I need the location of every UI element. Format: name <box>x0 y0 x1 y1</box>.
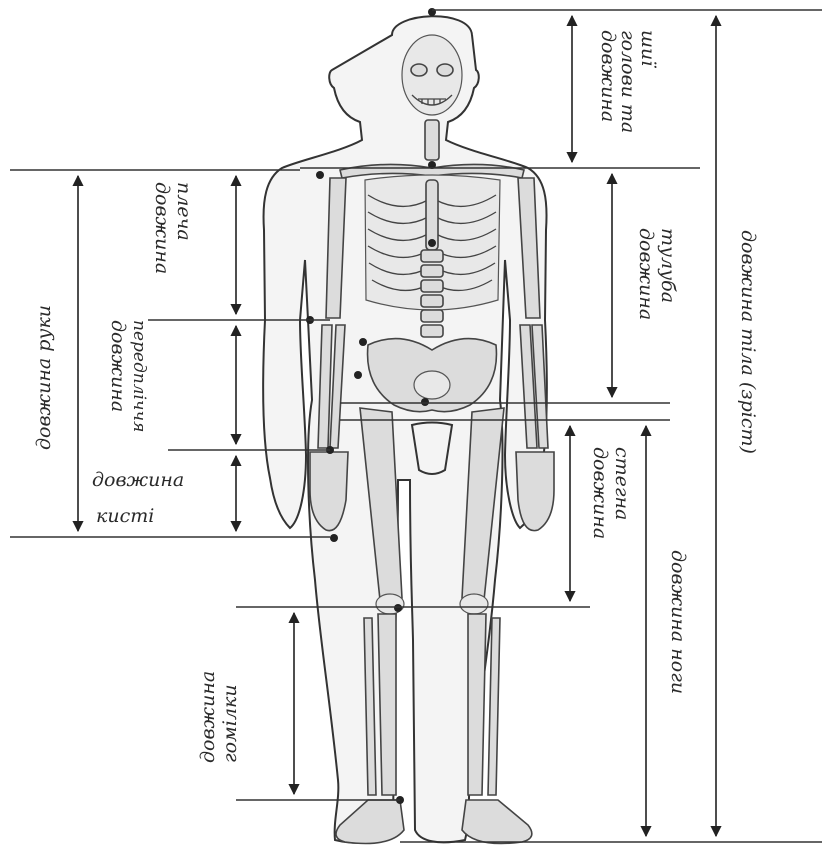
svg-text:тулуба: тулуба <box>657 228 679 303</box>
label-torso: довжина тулуба <box>635 228 679 320</box>
right-tibia <box>468 614 486 795</box>
svg-text:стегна: стегна <box>611 447 633 520</box>
svg-text:передпліччя: передпліччя <box>129 320 149 432</box>
human-figure <box>263 8 554 844</box>
svg-text:шиї: шиї <box>637 30 659 68</box>
left-tibia <box>378 614 396 795</box>
svg-text:довжина: довжина <box>635 228 657 320</box>
pelvic-opening <box>414 371 450 399</box>
right-fibula <box>488 618 500 795</box>
skull <box>402 35 462 115</box>
svg-text:довжина: довжина <box>589 447 611 539</box>
right-foot <box>462 800 532 844</box>
right-hand <box>516 452 554 531</box>
left-eye-socket <box>411 64 427 76</box>
svg-text:довжина: довжина <box>92 469 184 491</box>
head-outline <box>263 16 547 843</box>
label-shin: довжина гомілки <box>197 671 241 763</box>
svg-text:довжина: довжина <box>197 671 219 763</box>
svg-text:гомілки: гомілки <box>219 684 241 763</box>
svg-text:кисті: кисті <box>96 505 154 527</box>
label-leg: довжина ноги <box>667 550 689 694</box>
label-hand: довжина кисті <box>92 469 184 527</box>
right-knee <box>460 594 488 614</box>
label-head-neck: довжина голови та шиї <box>597 30 659 133</box>
label-arm: довжина руки <box>33 305 55 450</box>
right-eye-socket <box>437 64 453 76</box>
svg-text:довжина: довжина <box>151 182 173 274</box>
neck-vertebrae <box>425 120 439 160</box>
svg-text:довжина ноги: довжина ноги <box>667 550 689 694</box>
svg-text:довжина: довжина <box>597 30 619 122</box>
genitals <box>412 423 452 475</box>
svg-text:голови та: голови та <box>617 30 639 133</box>
label-forearm: довжина передпліччя <box>107 320 149 432</box>
svg-text:плеча: плеча <box>173 182 195 241</box>
svg-text:довжина руки: довжина руки <box>33 305 55 450</box>
label-body-height: довжина тіла (зріст) <box>737 230 759 454</box>
svg-text:довжина: довжина <box>107 320 129 412</box>
label-thigh: довжина стегна <box>589 447 633 539</box>
label-shoulder: довжина плеча <box>151 182 195 274</box>
svg-text:довжина тіла (зріст): довжина тіла (зріст) <box>737 230 759 454</box>
